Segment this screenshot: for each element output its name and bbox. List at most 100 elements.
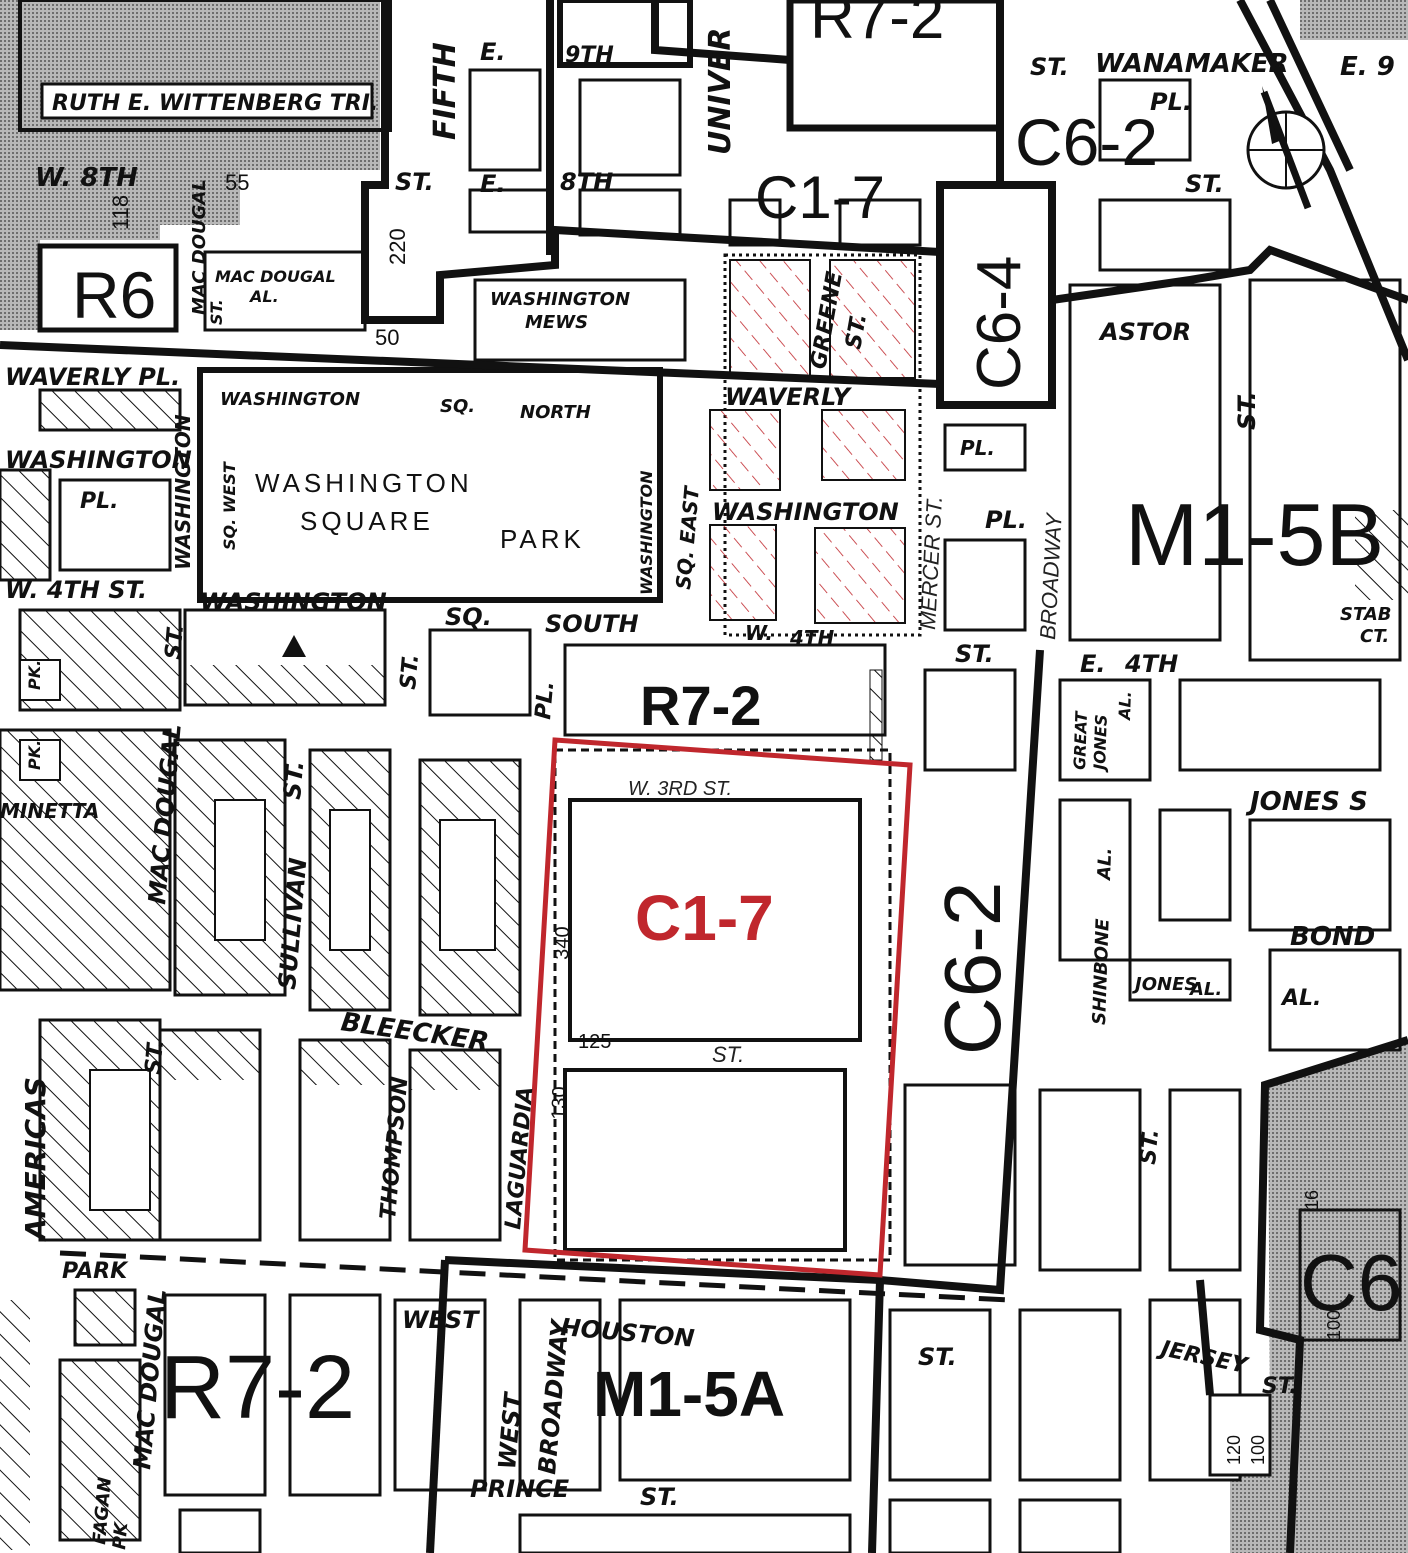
st-thomp-top-label: ST. bbox=[396, 653, 424, 691]
bleecker-st-label: ST. bbox=[712, 1042, 744, 1067]
park-sign-label: PARK bbox=[62, 1259, 129, 1284]
prince-st-label: ST. bbox=[640, 1483, 679, 1511]
university-pl-label: UNIVER bbox=[703, 28, 738, 155]
dim-220: 220 bbox=[385, 228, 410, 265]
dim-16: 16 bbox=[1302, 1190, 1322, 1210]
prince-label: PRINCE bbox=[470, 1475, 570, 1503]
park-area-blocks bbox=[0, 278, 1408, 662]
e-8th-e-label: E. bbox=[480, 170, 506, 198]
jones-st-label: JONES S bbox=[1245, 787, 1368, 817]
zone-r7-2-map-label: R7-2 bbox=[160, 1338, 355, 1438]
wanamaker-st-label: ST. bbox=[1030, 53, 1069, 81]
sullivan-st-label: ST. bbox=[278, 760, 309, 801]
shinbone-label: SHINBONE bbox=[1089, 918, 1114, 1026]
washington-east-vert-label: WASHINGTON bbox=[637, 470, 656, 595]
park-label-3: PARK bbox=[500, 524, 585, 554]
st-mac-label: ST. bbox=[141, 1038, 169, 1076]
pk-2-label: PK. bbox=[25, 740, 44, 770]
mac-dougal-al-2-label: AL. bbox=[248, 287, 279, 306]
street-labels: RUTH E. WITTENBERG TRI. FIFTH E. 9TH UNI… bbox=[0, 28, 1395, 1551]
park-label-1: WASHINGTON bbox=[255, 468, 473, 498]
west-bway-w-label: WEST bbox=[402, 1306, 480, 1334]
wsq-north-1-label: WASHINGTON bbox=[220, 389, 360, 410]
washington-mews-2-label: MEWS bbox=[525, 312, 588, 333]
zone-m1-5a-label: M1-5A bbox=[593, 1358, 785, 1430]
study-area-outline bbox=[522, 737, 913, 1278]
dim-100b: 100 bbox=[1324, 1310, 1344, 1340]
west-broadway-1-label: WEST bbox=[493, 1390, 528, 1470]
americas-label: AMERICAS bbox=[19, 1077, 52, 1242]
zone-c6-4-label: C6-4 bbox=[965, 256, 1034, 390]
pl-laguardia-label: PL. bbox=[531, 680, 559, 721]
sq-west-label: SQ. WEST bbox=[220, 461, 239, 550]
wsq-south-3-label: SOUTH bbox=[545, 610, 639, 638]
mac-dougal-al-1-label: MAC DOUGAL bbox=[215, 267, 336, 286]
dim-55: 55 bbox=[225, 170, 249, 195]
zone-r7-2-top-label: R7-2 bbox=[810, 0, 944, 52]
wsq-south-1-label: WASHINGTON bbox=[200, 588, 387, 616]
dim-130: 130 bbox=[548, 1086, 571, 1120]
houston-blocks bbox=[0, 1208, 1402, 1553]
wsq-north-3-label: NORTH bbox=[520, 402, 591, 423]
waverly-pl-label: WAVERLY PL. bbox=[5, 363, 180, 391]
great-jones-al-2-label: JONES bbox=[1090, 714, 1111, 773]
zone-c1-7-highlight-label: C1-7 bbox=[635, 882, 774, 954]
astor-st-label: ST. bbox=[1233, 391, 1261, 430]
w-4th-st-label: W. 4TH ST. bbox=[5, 576, 147, 604]
jones-al-label: JONES bbox=[1132, 974, 1197, 995]
fagan-2-label: PK bbox=[109, 1520, 132, 1551]
shinbone-al-label: AL. bbox=[1094, 847, 1116, 882]
great-jones-al-3-label: AL. bbox=[1115, 691, 1135, 722]
wsq-north-2-label: SQ. bbox=[440, 396, 475, 417]
w-4th-w-label: W. bbox=[745, 621, 773, 645]
st-4th-label: ST. bbox=[955, 640, 994, 668]
zone-m1-5b-label: M1-5B bbox=[1125, 485, 1384, 584]
wanamaker-label: WANAMAKER bbox=[1095, 49, 1289, 79]
washington-vert-label: WASHINGTON bbox=[171, 414, 195, 570]
e-9th-e-label: E. bbox=[480, 38, 506, 66]
ruth-wittenberg-label: RUTH E. WITTENBERG TRI. bbox=[52, 91, 378, 116]
washington-square-park bbox=[197, 367, 663, 603]
waverly-e-pl-label: PL. bbox=[960, 436, 995, 460]
washington-mews-1-label: WASHINGTON bbox=[490, 289, 630, 310]
dim-100a: 100 bbox=[1248, 1435, 1268, 1465]
al-bond-label: AL. bbox=[1280, 986, 1321, 1011]
pk-1-label: PK. bbox=[25, 660, 44, 690]
hatched-blocks-east bbox=[709, 253, 922, 637]
dim-340: 340 bbox=[551, 926, 574, 960]
dimension-labels: 55 118 220 50 340 125 130 120 100 100 16 bbox=[108, 170, 1344, 1465]
fifth-ave-label: FIFTH bbox=[428, 42, 463, 140]
e-9th-label: 9TH bbox=[565, 43, 614, 68]
minetta-label: MINETTA bbox=[0, 799, 99, 823]
zone-c1-7-north-label: C1-7 bbox=[755, 164, 885, 231]
st-crosby-label: ST. bbox=[1136, 1128, 1164, 1166]
zone-c6-2-east-label: C6-2 bbox=[928, 882, 1017, 1055]
wsq-south-2-label: SQ. bbox=[445, 603, 492, 631]
stable-ct-1-label: STAB bbox=[1340, 604, 1392, 625]
e-9-partial-label: E. 9 bbox=[1340, 52, 1395, 82]
waverly-label: WAVERLY bbox=[725, 383, 853, 411]
w-4th-n-label: 4TH bbox=[789, 626, 835, 650]
houston-st-label: ST. bbox=[918, 1343, 957, 1371]
triangle-marker-icon bbox=[282, 635, 306, 657]
zone-r6-label: R6 bbox=[72, 258, 156, 332]
e-4th-e-label: E. bbox=[1080, 650, 1106, 678]
compass-north-arrow-icon bbox=[1246, 86, 1326, 210]
e-4th-label: 4TH bbox=[1124, 650, 1178, 678]
bond-label: BOND bbox=[1290, 922, 1375, 952]
c6-4-zone-box bbox=[936, 181, 1056, 409]
jersey-st-label: ST. bbox=[1262, 1374, 1297, 1399]
zoning-labels: R6 R7-2 C6-2 C1-7 C6-4 M1-5B R7-2 C1-7 C… bbox=[72, 0, 1402, 1438]
dim-120: 120 bbox=[1224, 1435, 1244, 1465]
al-jones-label: AL. bbox=[1188, 979, 1222, 1000]
mac-dougal-top-label: MAC DOUGAL bbox=[189, 179, 210, 315]
st-8th-label: ST. bbox=[395, 168, 434, 196]
bleecker-blocks bbox=[38, 1018, 1242, 1272]
dim-125: 125 bbox=[578, 1031, 611, 1053]
zone-c6-2-north-label: C6-2 bbox=[1015, 105, 1158, 179]
study-area-blocks bbox=[553, 748, 892, 1262]
dim-50: 50 bbox=[375, 325, 399, 350]
